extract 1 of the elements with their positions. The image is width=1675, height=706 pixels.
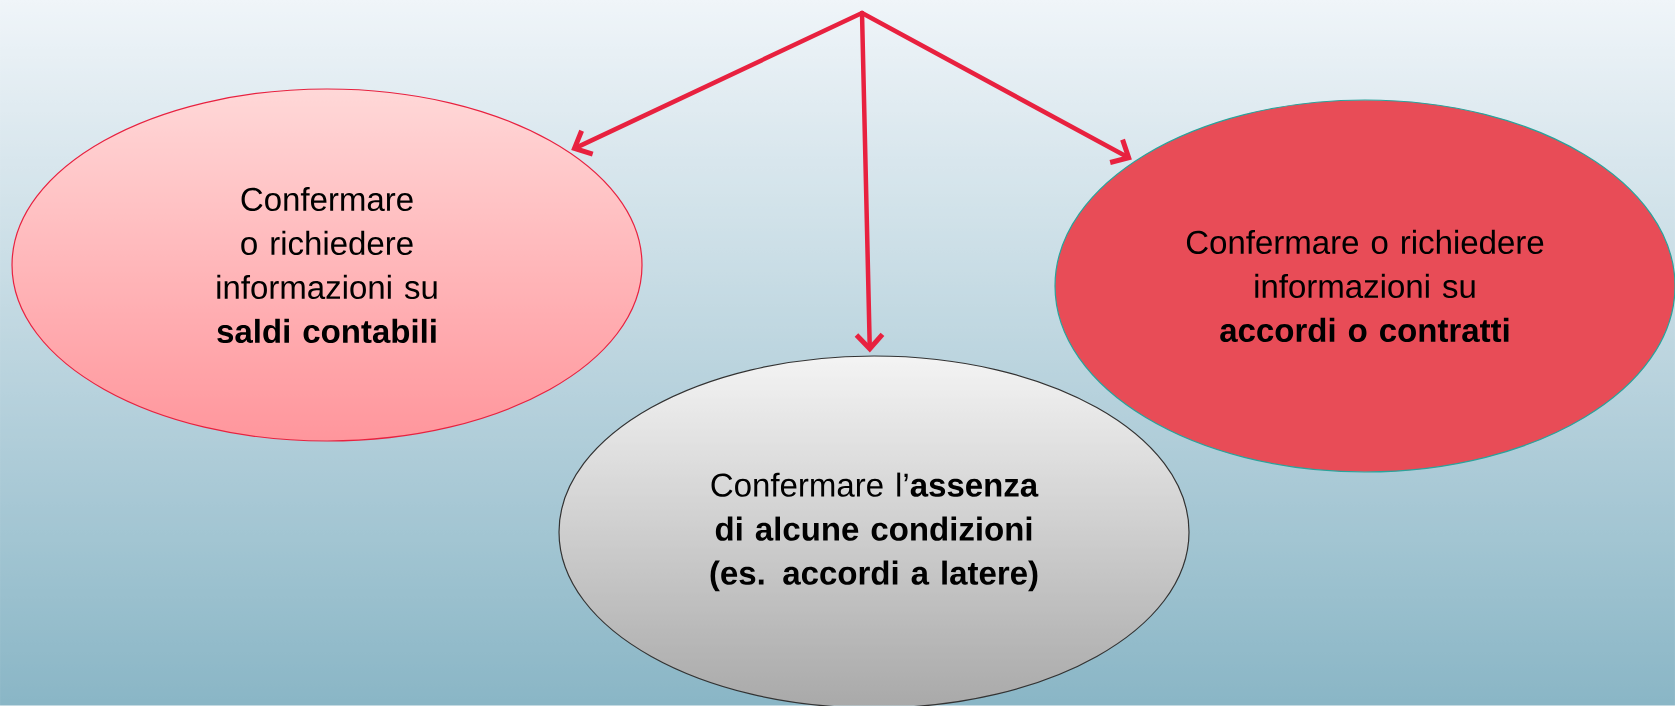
arrow: [859, 10, 1132, 165]
